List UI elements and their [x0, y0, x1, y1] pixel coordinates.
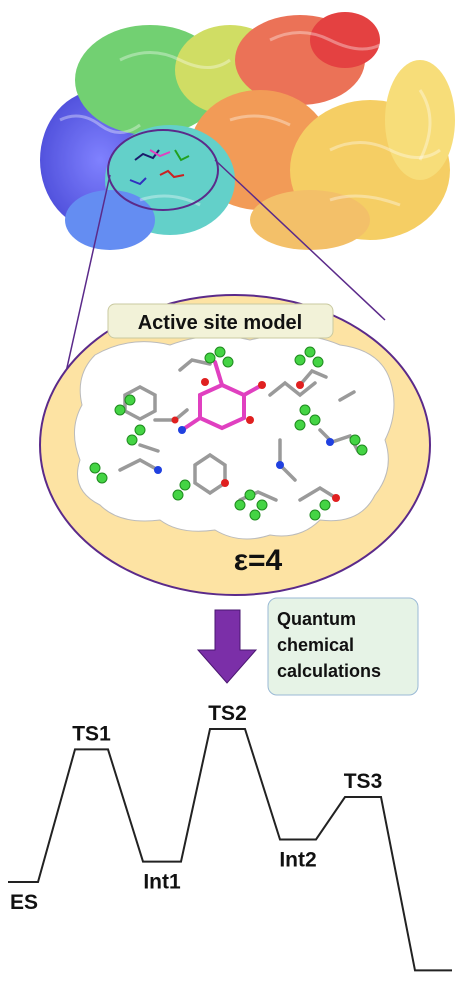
method-box — [267, 597, 419, 696]
method-line-2: chemical — [277, 635, 354, 655]
down-arrow — [196, 609, 258, 684]
heteroatoms — [154, 378, 340, 502]
protein-structure-image — [40, 12, 455, 250]
state-label-ts1: TS1 — [72, 722, 111, 745]
zoom-line-left — [61, 174, 111, 391]
state-label-int1: Int1 — [143, 871, 181, 894]
state-label-ts2: TS2 — [208, 702, 247, 725]
method-line-3: calculations — [277, 661, 381, 681]
state-label-ep: EP — [424, 979, 452, 981]
active-site-label-box — [107, 303, 334, 339]
molecular-surface — [74, 334, 395, 540]
energy-profile-line — [8, 728, 452, 972]
dielectric-constant-label: ε=4 — [234, 544, 283, 577]
halogen-atoms — [89, 346, 368, 521]
method-line-1: Quantum — [277, 609, 356, 629]
state-label-int2: Int2 — [279, 849, 316, 872]
zoom-line-right — [214, 159, 386, 321]
active-site-model-panel: Active site model — [39, 294, 431, 596]
state-label-ts3: TS3 — [344, 770, 383, 793]
active-site-label: Active site model — [138, 312, 303, 334]
active-site-circle — [107, 129, 219, 211]
state-label-es: ES — [10, 891, 38, 914]
